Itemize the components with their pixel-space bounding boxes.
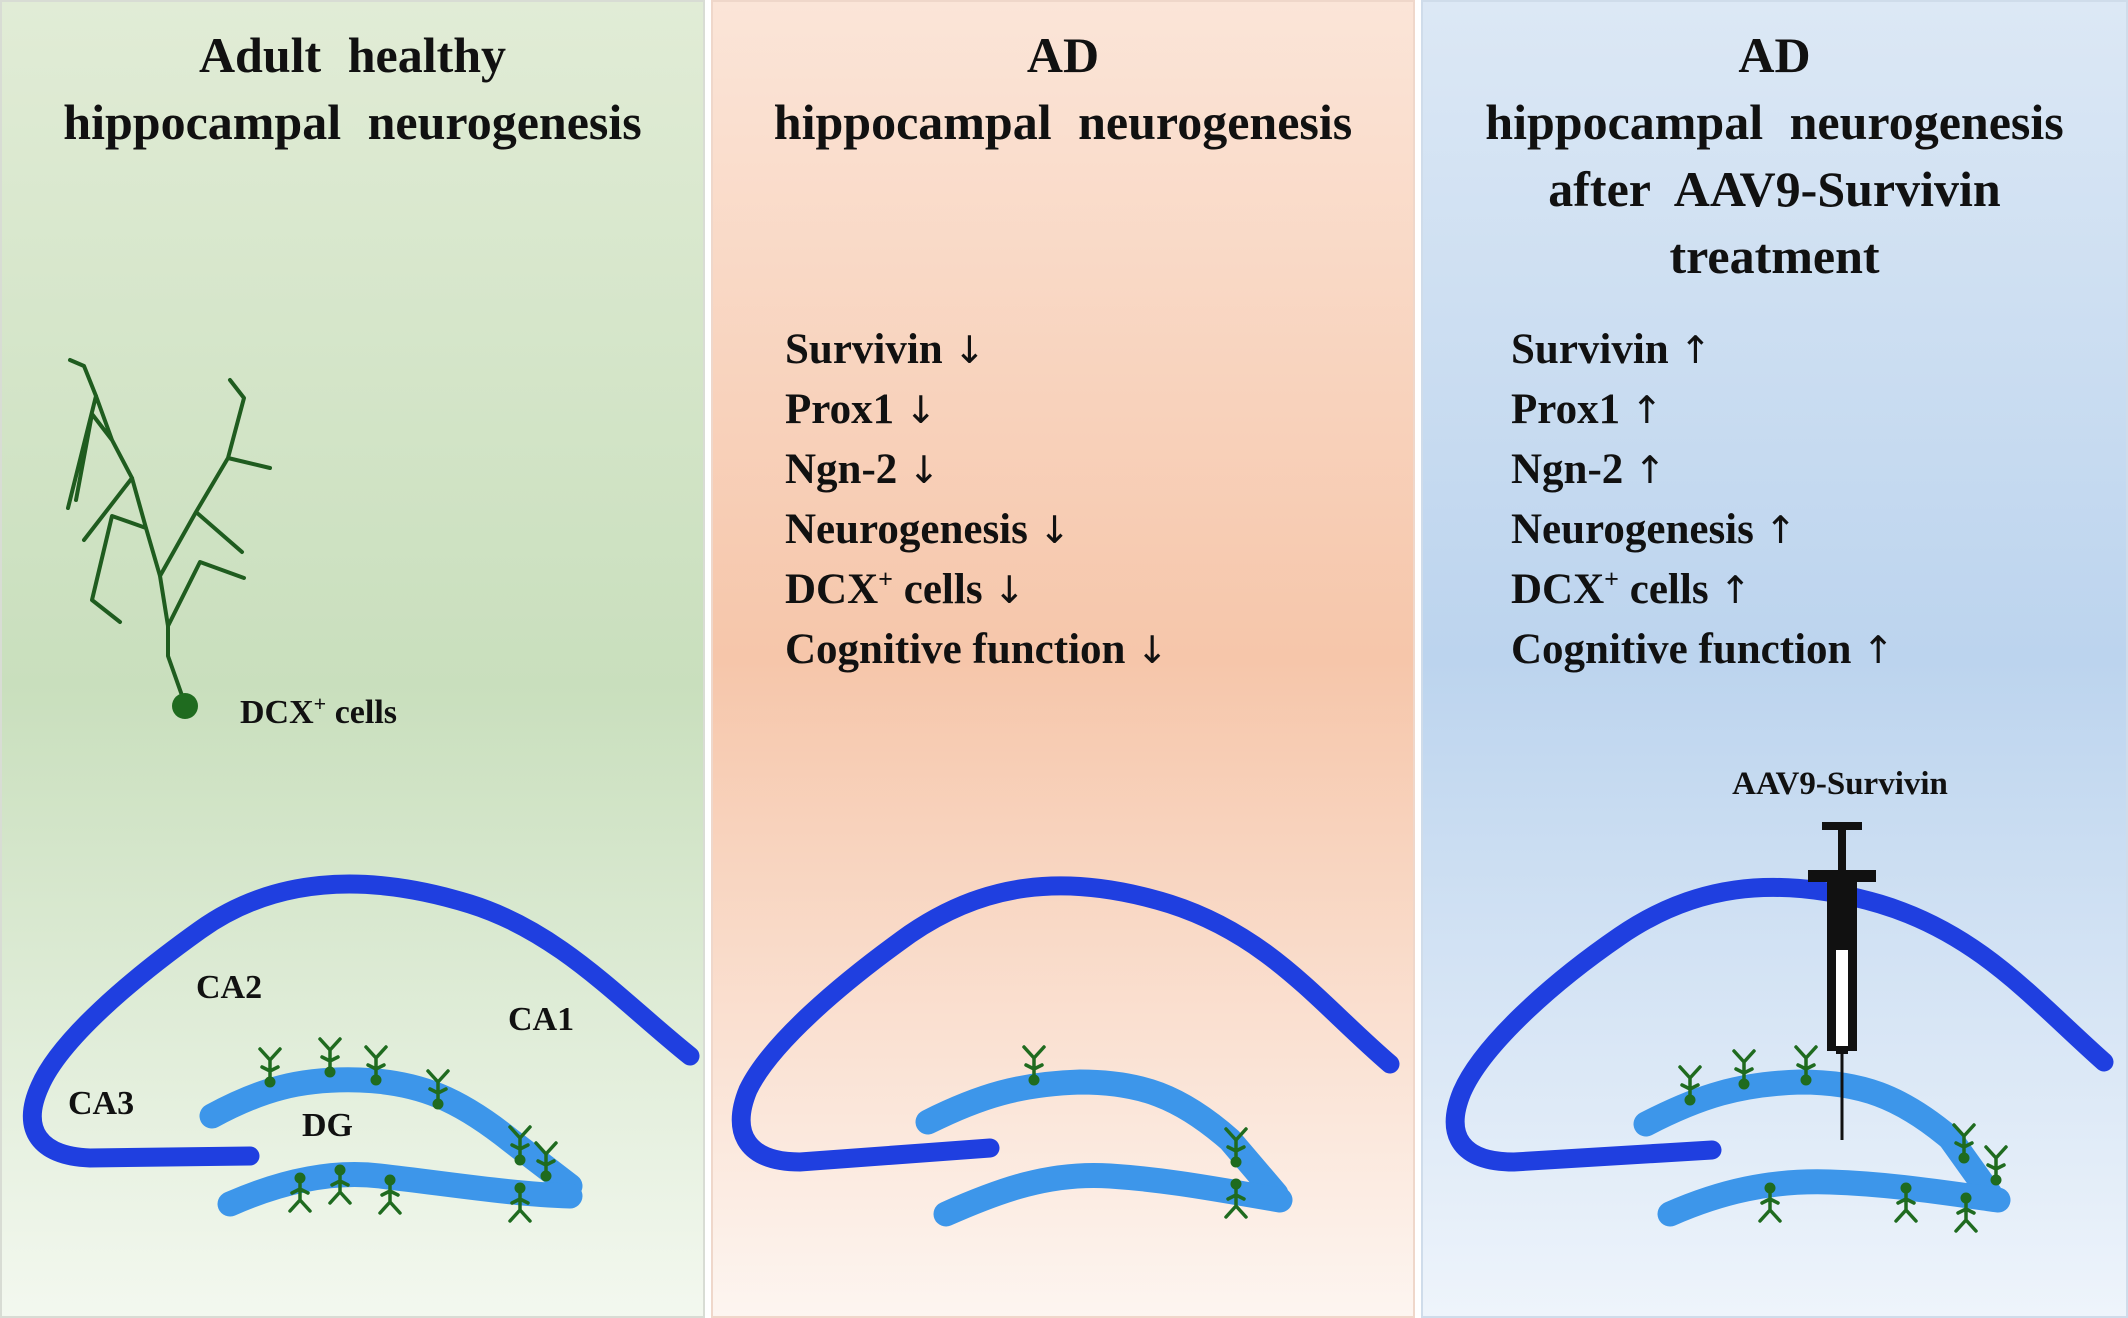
effect-label: Prox1: [1511, 386, 1621, 433]
effect-item: Survivin ↓: [785, 320, 1168, 380]
up-arrow-icon: ↑: [1764, 508, 1797, 552]
region-label-ca2: CA2: [196, 969, 262, 1006]
effect-suffix: cells: [1619, 566, 1709, 613]
title-line: hippocampal neurogenesis: [1485, 94, 2064, 150]
up-arrow-icon: ↑: [1634, 448, 1666, 492]
effect-label: Cognitive function: [785, 626, 1126, 673]
effect-item: Cognitive function ↓: [785, 620, 1168, 680]
title-line: Adult healthy: [198, 27, 507, 83]
effect-label: Survivin: [785, 326, 943, 373]
neuron-soma: [172, 693, 198, 719]
up-arrow-icon: ↑: [1630, 388, 1663, 432]
region-label-ca1: CA1: [508, 1001, 574, 1038]
effect-label: DCX: [1511, 566, 1605, 613]
effect-label: Neurogenesis: [785, 506, 1028, 553]
effect-label: Neurogenesis: [1511, 506, 1754, 553]
effect-item: DCX+ cells ↑: [1511, 560, 1894, 620]
effects-list: Survivin ↑ Prox1 ↑ Ngn-2 ↑ Neurogenesis …: [1511, 320, 1894, 680]
effect-label: Survivin: [1511, 326, 1669, 373]
panel-title: Adult healthy hippocampal neurogenesis: [2, 22, 703, 156]
region-label-ca3: CA3: [68, 1085, 134, 1122]
down-arrow-icon: ↓: [1136, 628, 1169, 672]
effect-label: Ngn-2: [785, 446, 898, 493]
title-line: hippocampal neurogenesis: [773, 94, 1353, 150]
title-line: after AAV9-Survivin: [1548, 161, 2001, 217]
effects-list: Survivin ↓ Prox1 ↓ Ngn-2 ↓ Neurogenesis …: [785, 320, 1168, 680]
dentate-gyrus-lower: [217, 1161, 583, 1217]
dentate-gyrus-lower: [933, 1162, 1293, 1227]
hippocampus-diagram-healthy: CA2 CA1 CA3 DG: [22, 874, 700, 1223]
dentate-gyrus-lower: [1657, 1169, 2011, 1227]
title-line: treatment: [1669, 228, 1880, 284]
dcx-neuron-icon: [66, 358, 272, 706]
hippocampus-diagram-treated: AAV9-Survivin: [1445, 766, 2114, 1233]
effect-item: Ngn-2 ↓: [785, 440, 1168, 500]
effect-item: Neurogenesis ↑: [1511, 500, 1894, 560]
up-arrow-icon: ↑: [1862, 628, 1895, 672]
panel-ad: AD hippocampal neurogenesis Survivin ↓ P…: [711, 0, 1415, 1318]
effect-sup: +: [1604, 564, 1619, 594]
effect-item: Neurogenesis ↓: [785, 500, 1168, 560]
cornu-ammonis-arc: [1445, 877, 2114, 1172]
effect-item: Prox1 ↓: [785, 380, 1168, 440]
down-arrow-icon: ↓: [993, 568, 1026, 612]
hippocampus-diagram-ad: [731, 876, 1400, 1227]
effect-item: Prox1 ↑: [1511, 380, 1894, 440]
up-arrow-icon: ↑: [1679, 328, 1712, 372]
effect-item: DCX+ cells ↓: [785, 560, 1168, 620]
effect-suffix: cells: [893, 566, 983, 613]
cornu-ammonis-arc: [22, 874, 700, 1168]
up-arrow-icon: ↑: [1719, 568, 1752, 612]
effect-label: Cognitive function: [1511, 626, 1852, 673]
effect-label: Ngn-2: [1511, 446, 1624, 493]
syringe-icon: [1808, 822, 1876, 1140]
effect-item: Ngn-2 ↑: [1511, 440, 1894, 500]
title-line: AD: [1026, 27, 1100, 83]
down-arrow-icon: ↓: [953, 328, 986, 372]
down-arrow-icon: ↓: [908, 448, 940, 492]
dentate-gyrus-upper: [199, 1067, 583, 1199]
title-line: hippocampal neurogenesis: [63, 94, 642, 150]
cornu-ammonis-arc: [731, 876, 1400, 1172]
title-line: AD: [1738, 27, 1811, 83]
down-arrow-icon: ↓: [904, 388, 937, 432]
effect-label: Prox1: [785, 386, 895, 433]
panel-title: AD hippocampal neurogenesis after AAV9-S…: [1423, 22, 2126, 290]
neuron-label: DCX+ cells: [240, 691, 397, 731]
panel-title: AD hippocampal neurogenesis: [713, 22, 1413, 156]
down-arrow-icon: ↓: [1038, 508, 1071, 552]
region-label-dg: DG: [302, 1107, 353, 1144]
effect-sup: +: [878, 564, 893, 594]
effect-label: DCX: [785, 566, 879, 613]
panel-treated: AD hippocampal neurogenesis after AAV9-S…: [1421, 0, 2128, 1318]
dentate-gyrus-upper: [915, 1069, 1289, 1207]
effect-item: Survivin ↑: [1511, 320, 1894, 380]
effect-item: Cognitive function ↑: [1511, 620, 1894, 680]
panel-healthy: Adult healthy hippocampal neurogenesis: [0, 0, 705, 1318]
syringe-label: AAV9-Survivin: [1732, 766, 1948, 802]
